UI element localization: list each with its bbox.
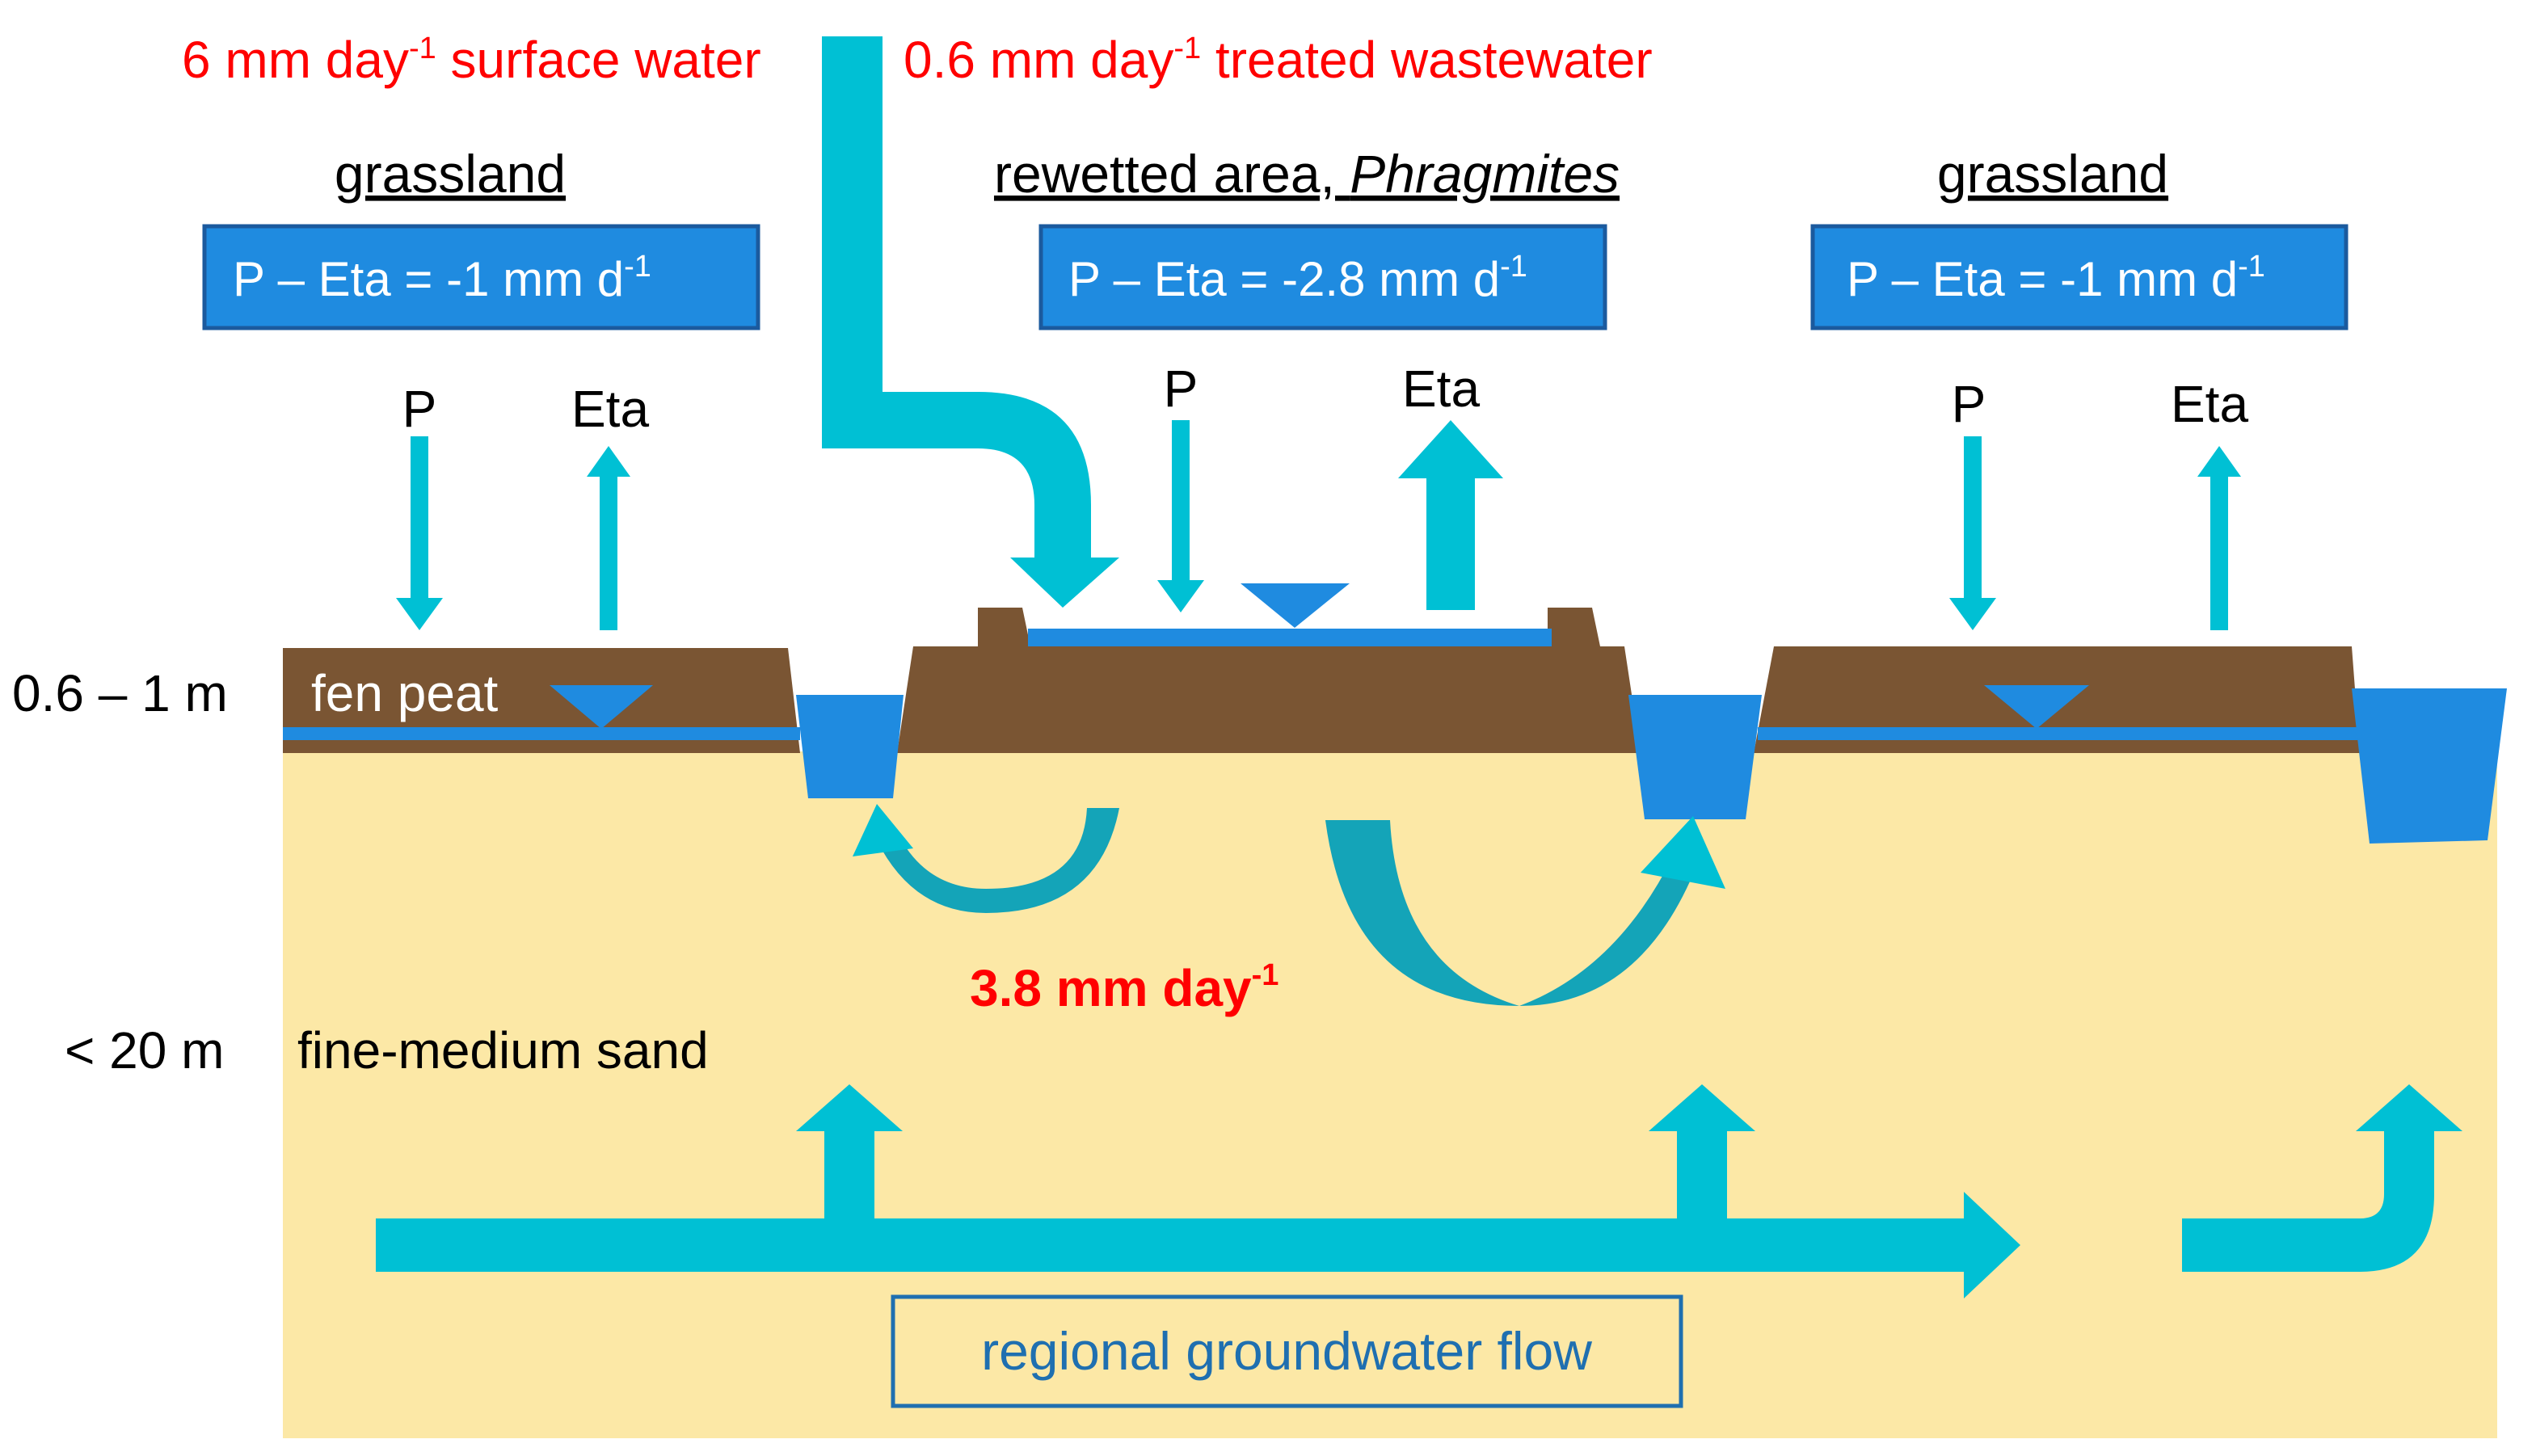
eta-label-left: Eta: [571, 380, 649, 438]
inflow-pipe: [822, 36, 1119, 608]
balance-middle-text: P – Eta = -2.8 mm d-1: [1068, 250, 1527, 306]
surface-water-label: 6 mm day-1 surface water: [182, 31, 761, 89]
regional-flow-arrow: [376, 1084, 2020, 1298]
sand-depth-label: < 20 m: [65, 1021, 224, 1079]
regional-flow-arrow-end: [2182, 1084, 2462, 1272]
area-title-middle: rewetted area, Phragmites: [994, 144, 1620, 204]
water-table-line-left: [283, 727, 800, 740]
surface-water-rewetted: [1028, 629, 1552, 646]
area-title-left: grassland: [335, 144, 566, 204]
curved-flow-arrow-icon: [1325, 816, 1725, 1006]
down-arrow-icon: [396, 436, 443, 630]
regional-flow-box: [891, 1294, 1683, 1408]
sand-name-label: fine-medium sand: [297, 1021, 709, 1079]
water-table-triangle-icon: [550, 685, 653, 729]
peat-block-left: [283, 648, 800, 753]
regional-flow-label: regional groundwater flow: [981, 1321, 1592, 1381]
water-table-triangle-icon: [1984, 685, 2089, 729]
ditch-2: [1628, 695, 1762, 819]
up-arrow-icon: [2197, 446, 2241, 630]
down-arrow-icon: [1157, 420, 1204, 612]
curved-flow-arrow-icon: [853, 804, 1119, 913]
eta-label-right: Eta: [2171, 375, 2248, 433]
balance-left-text: P – Eta = -1 mm d-1: [233, 250, 651, 306]
eta-label-middle: Eta: [1402, 360, 1480, 418]
p-label-right: P: [1952, 375, 1986, 433]
balance-right-text: P – Eta = -1 mm d-1: [1847, 250, 2265, 306]
down-arrow-icon: [1949, 436, 1996, 630]
balance-box-right: [1810, 224, 2349, 330]
peat-block-middle: [897, 608, 1641, 753]
p-label-middle: P: [1164, 360, 1198, 418]
water-table-line-right: [1758, 727, 2360, 740]
ditch-3: [2352, 688, 2507, 844]
balance-box-middle: [1038, 224, 1607, 330]
water-table-triangle-icon: [1241, 583, 1350, 628]
exchange-flux-label: 3.8 mm day-1: [970, 958, 1279, 1017]
p-label-left: P: [402, 380, 437, 438]
wastewater-label: 0.6 mm day-1 treated wastewater: [904, 31, 1653, 89]
up-arrow-icon: [587, 446, 630, 630]
peat-name-label: fen peat: [311, 664, 499, 722]
area-title-right: grassland: [1937, 144, 2168, 204]
balance-box-left: [202, 224, 760, 330]
peat-depth-label: 0.6 – 1 m: [12, 664, 228, 722]
ditch-1: [796, 695, 904, 798]
up-arrow-icon: [1398, 420, 1503, 610]
